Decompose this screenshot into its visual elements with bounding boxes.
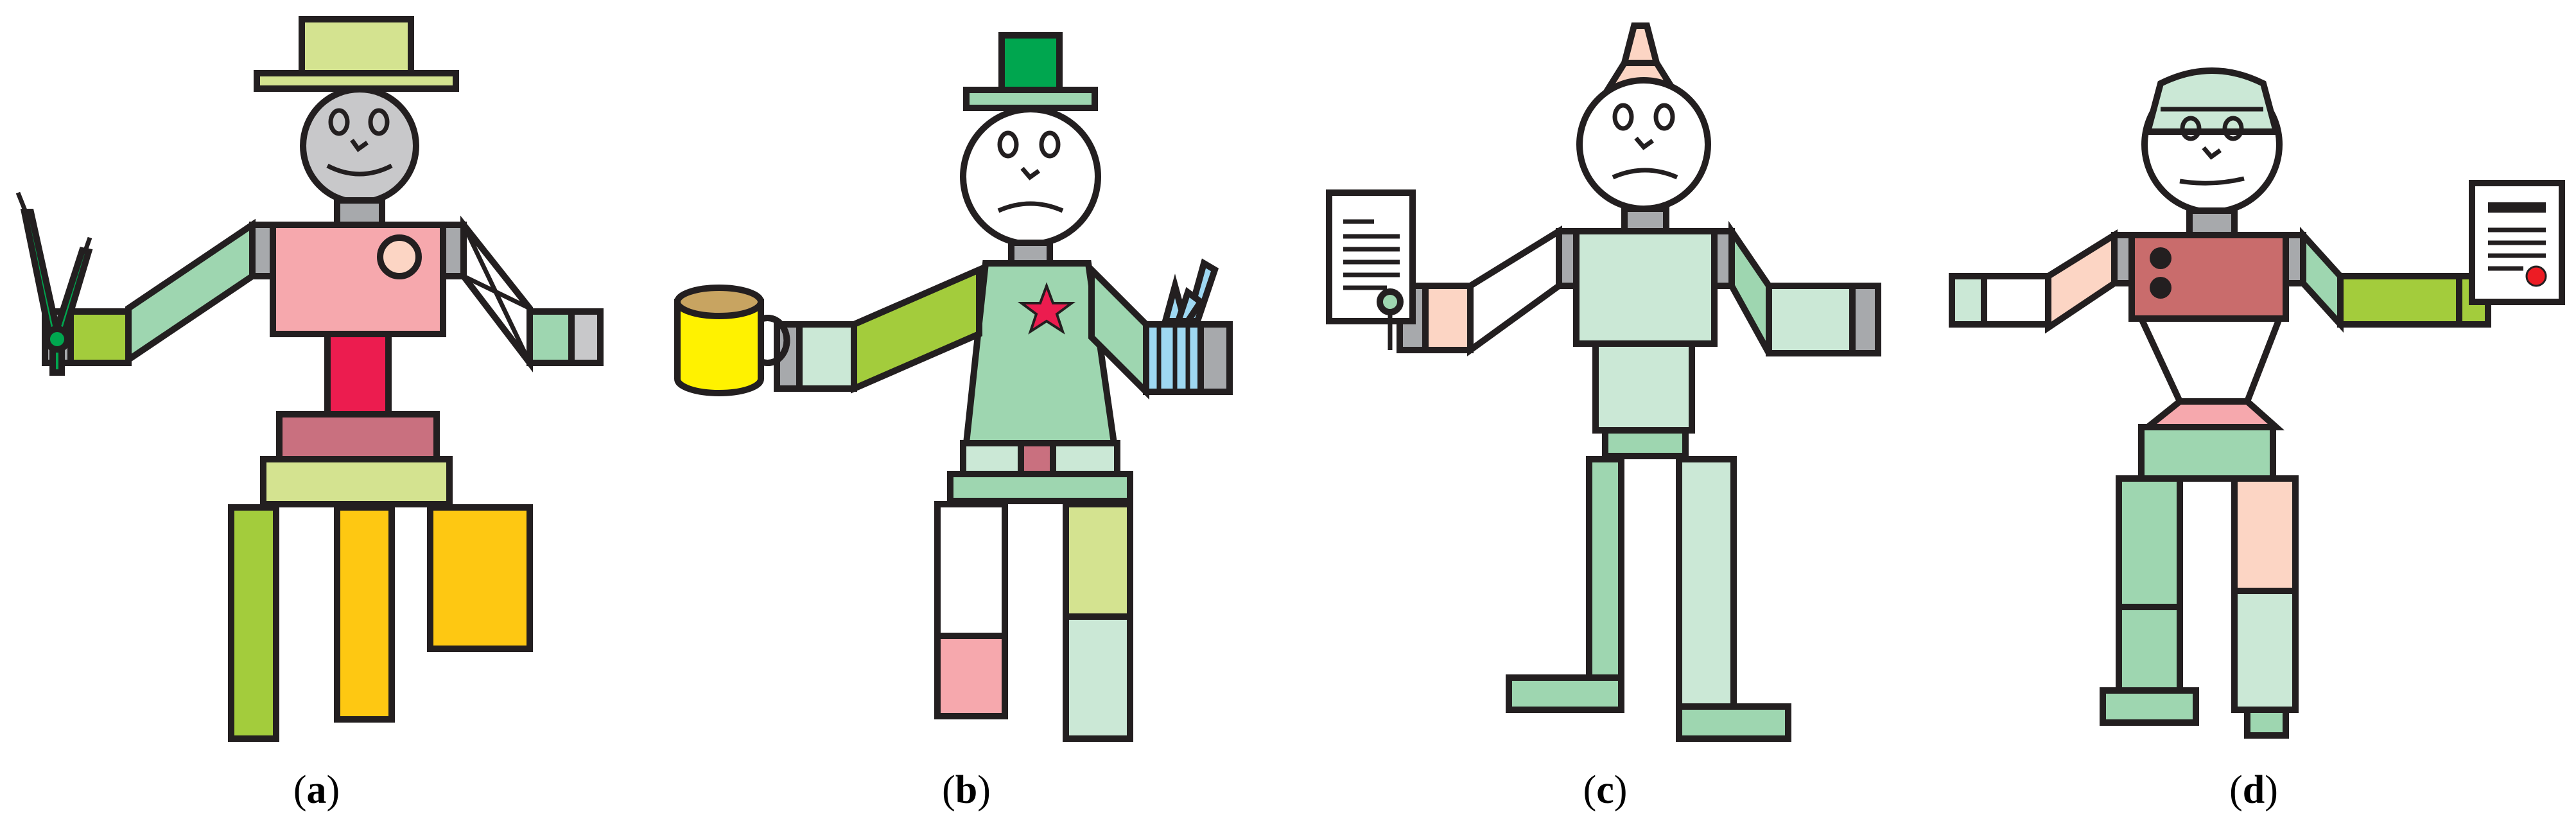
waist [2136, 315, 2284, 405]
left-hand [1949, 273, 1987, 328]
right-thigh [1063, 501, 1133, 620]
nose [350, 138, 369, 152]
right-shin [1063, 613, 1133, 742]
right-hand [1849, 283, 1881, 356]
left-leg [1586, 456, 1624, 681]
right-forearm [1766, 283, 1856, 356]
right-foot [1676, 703, 1791, 742]
right-leg [427, 504, 533, 652]
hip [2138, 398, 2285, 430]
caption-b: (b) [942, 768, 991, 812]
robot-d [1949, 67, 2565, 739]
mouth [1612, 168, 1678, 180]
hat-crown [299, 16, 414, 80]
left-shin [934, 633, 1008, 719]
left-forearm [796, 321, 857, 392]
left-upper-arm [2045, 229, 2118, 334]
hat-tip [1620, 22, 1661, 66]
left-forearm [1981, 273, 2051, 328]
right-hand [1197, 321, 1233, 395]
right-forearm [2337, 273, 2462, 328]
left-upper-arm [1467, 225, 1562, 356]
star-icon [1017, 282, 1076, 335]
nose [2202, 146, 2222, 160]
right-forearm [527, 308, 575, 366]
document-icon [1326, 189, 1416, 350]
neck [2186, 207, 2238, 238]
left-eye [328, 108, 350, 136]
right-hand [568, 308, 604, 366]
compass-icon [15, 191, 93, 376]
nose [1634, 136, 1655, 150]
left-upper-arm [125, 218, 256, 366]
right-eye [2222, 116, 2244, 141]
hat-crown [998, 32, 1063, 93]
middle-leg [334, 504, 395, 723]
robot-c [1326, 22, 1881, 742]
torso-button-top [2150, 247, 2171, 269]
pelvis [260, 456, 453, 507]
nose [1020, 166, 1041, 180]
left-thigh [934, 501, 1008, 639]
certificate-icon [2469, 180, 2565, 305]
hip [276, 411, 440, 462]
caption-d: (d) [2229, 768, 2278, 812]
mouth [326, 163, 393, 177]
mouth [2179, 176, 2245, 186]
right-thigh [2231, 475, 2299, 594]
torso-button-bottom [2150, 277, 2171, 299]
left-leg [228, 504, 279, 742]
right-eye [1039, 130, 1061, 159]
right-foot [2244, 707, 2289, 739]
torso [1573, 228, 1718, 347]
left-foot [2100, 687, 2199, 726]
robot-b [674, 32, 1233, 742]
left-eye [2180, 116, 2202, 141]
left-eye [1612, 103, 1634, 131]
coffee-mug-icon [674, 285, 790, 396]
hip [1602, 427, 1689, 459]
left-upper-arm [851, 265, 982, 394]
right-eye [368, 108, 390, 136]
buckle [1018, 440, 1056, 477]
left-foot [1506, 674, 1624, 713]
left-thigh [2116, 475, 2183, 610]
right-upper-arm [1728, 220, 1772, 355]
neck [1621, 206, 1669, 234]
cap [2143, 67, 2281, 135]
caption-a: (a) [293, 768, 340, 812]
waist [324, 331, 392, 417]
right-upper-arm [2300, 227, 2344, 333]
left-shin [2116, 604, 2183, 694]
caption-c: (c) [1583, 768, 1628, 812]
right-leg [1676, 456, 1737, 710]
right-eye [1653, 103, 1675, 131]
mouth [997, 201, 1064, 213]
pelvis [947, 471, 1133, 504]
abdomen [1592, 340, 1695, 434]
left-forearm [1422, 283, 1474, 353]
hat-brim [963, 87, 1098, 111]
robot-a [15, 16, 604, 742]
pelvis [2138, 424, 2276, 482]
left-forearm [67, 308, 132, 366]
right-shoulder [440, 222, 467, 279]
torso-button [377, 234, 422, 279]
left-eye [997, 130, 1019, 159]
pencil-holder-icon [1161, 258, 1219, 324]
right-shin [2231, 588, 2299, 713]
torso [270, 222, 446, 337]
torso [2128, 232, 2289, 322]
